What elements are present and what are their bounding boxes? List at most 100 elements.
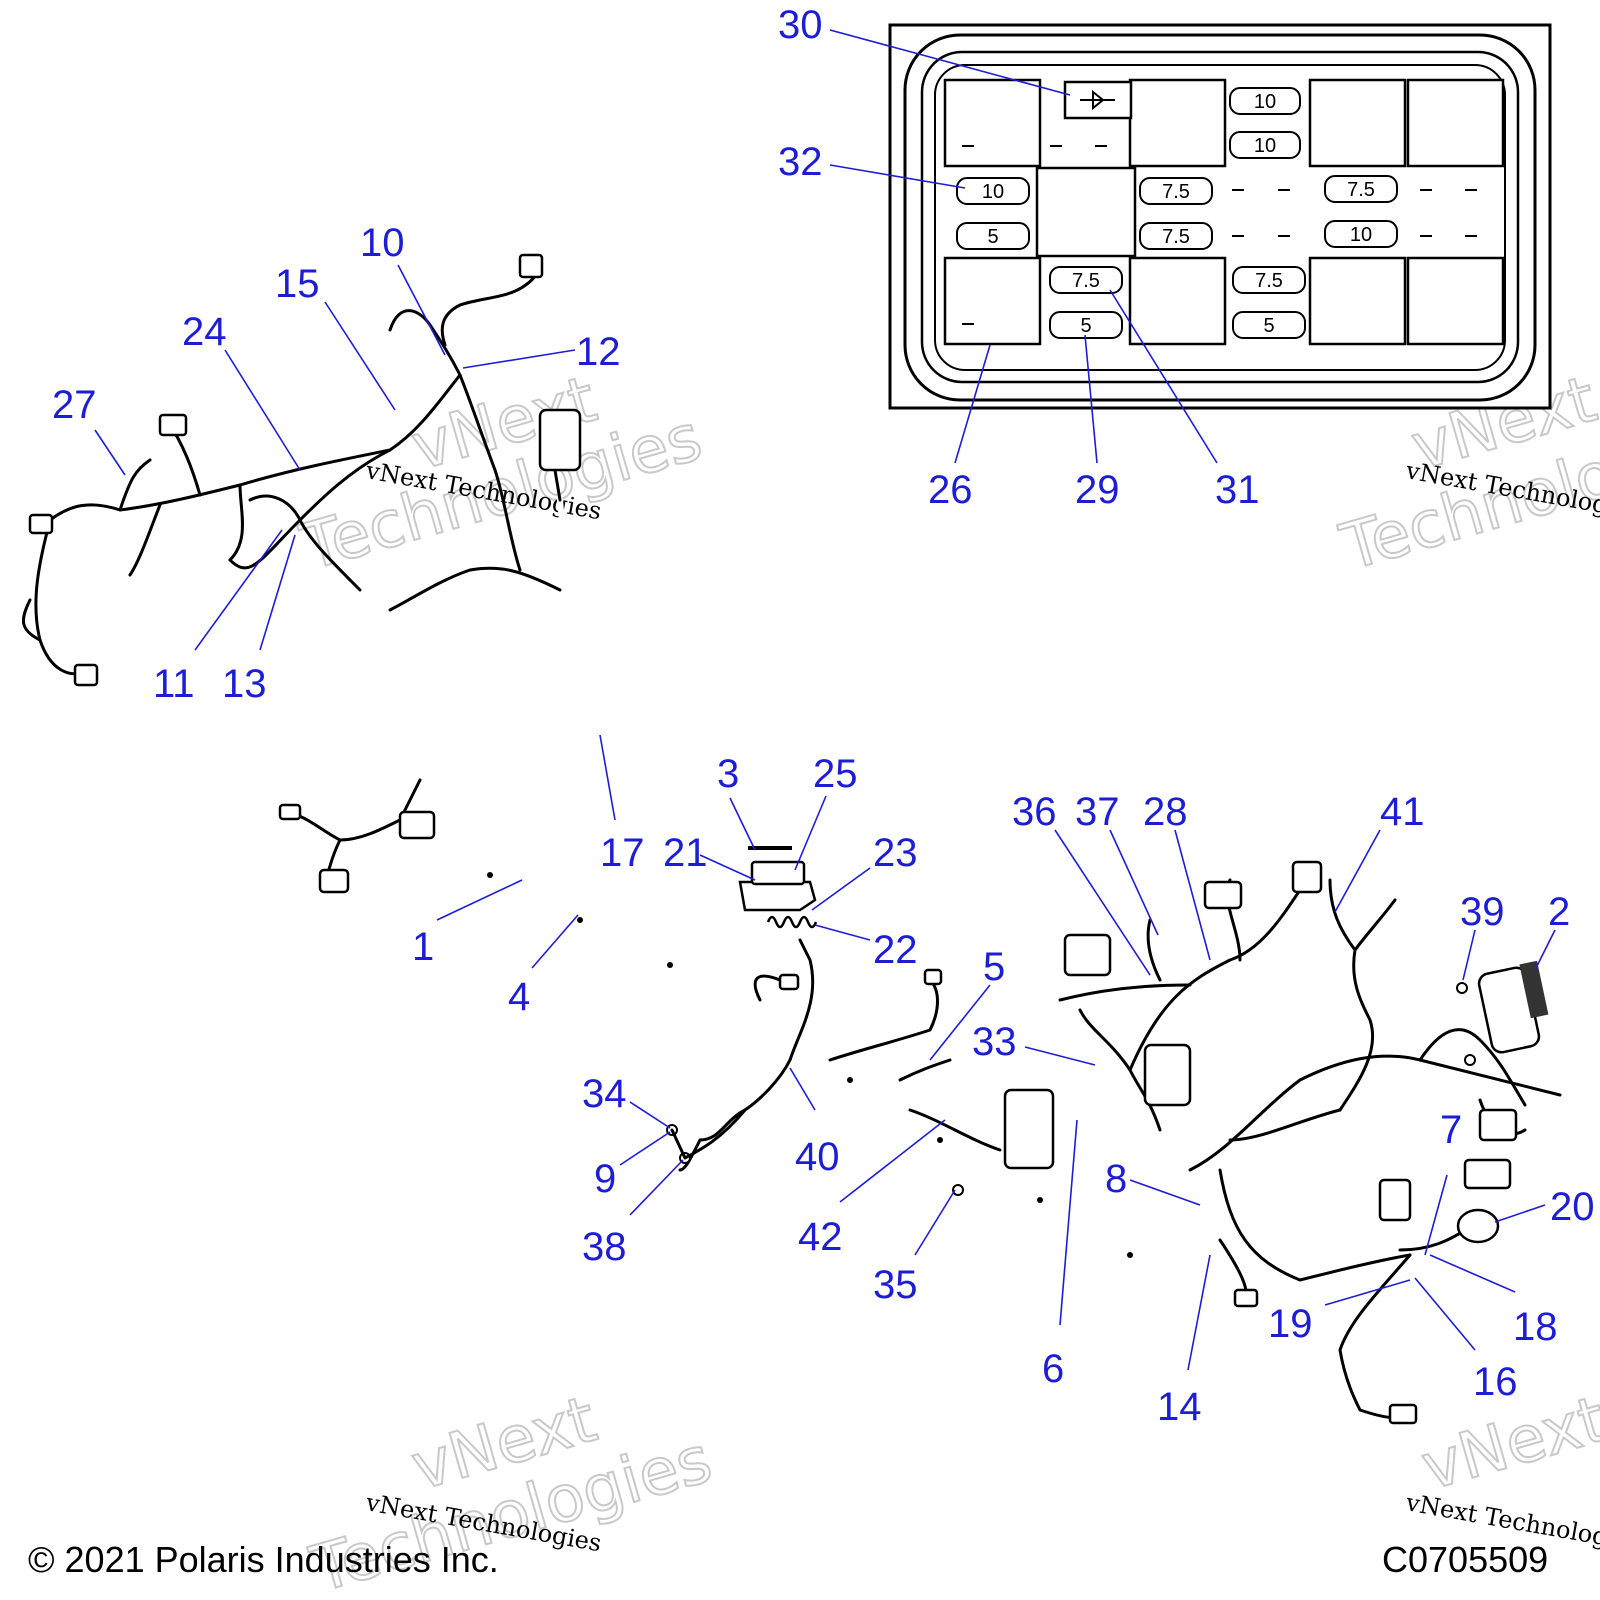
fuse-slot [1229,131,1301,159]
leader-lines [94,29,1556,1371]
callout-label: 33 [972,1020,1017,1064]
callout-label: 38 [582,1225,627,1269]
connector-icon [278,803,302,821]
clip-icon [952,1184,964,1196]
connector-icon [1463,1158,1512,1190]
connector-icon [1388,1403,1418,1425]
callout-label: 24 [182,310,227,354]
callout-label: 31 [1215,468,1260,512]
callout-label: 28 [1143,790,1188,834]
fuse-rating-label: 7.5 [1162,181,1190,203]
callout-label: 22 [873,928,918,972]
connector-icon [538,408,582,472]
connector-icon [1478,1108,1518,1142]
connector-icon [1063,933,1112,977]
fuse-slot [1229,87,1301,115]
connector-icon [318,868,350,894]
callout-label: 29 [1075,468,1120,512]
callout-label: 15 [275,262,320,306]
callout-label: 12 [576,330,621,374]
callout-label: 30 [778,3,823,47]
callout-label: 2 [1548,890,1570,934]
fuse-slot [956,222,1030,250]
connector-icon [158,413,188,437]
harness-drawing [21,253,1562,1425]
fuse-rating-label: 7.5 [1255,270,1283,292]
callout-label: 6 [1042,1347,1064,1391]
fuse-slot [1139,222,1213,250]
fuse-rating-label: 10 [1350,224,1372,246]
callout-label: 18 [1513,1305,1558,1349]
connector-icon [1203,880,1243,910]
callout-label: 26 [928,468,973,512]
connector-icon [923,968,943,986]
connector-icon [1291,860,1323,894]
screw-icon [1456,982,1468,994]
callout-label: 19 [1268,1302,1313,1346]
fuse-rating-label: 7.5 [1072,270,1100,292]
connector-icon [1378,1178,1412,1222]
fuse-rating-label: 5 [987,226,998,248]
callout-label: 35 [873,1263,918,1307]
connector-icon [778,973,800,991]
fuse-rating-label: 5 [1263,315,1274,337]
label-plate-icon [1519,960,1549,1019]
fuse-rating-label: 10 [982,181,1004,203]
fuse-rating-label: 7.5 [1347,179,1375,201]
fuse-slot [1232,266,1306,294]
callout-label: 36 [1012,790,1057,834]
relay-bracket-icon [738,880,817,912]
callout-label: 3 [717,752,739,796]
callout-label: 16 [1473,1360,1518,1404]
callout-labels: 30 32 26 29 31 10 15 12 24 27 11 13 17 3… [52,3,1595,1429]
fuse-rating-label: 5 [1080,315,1091,337]
callout-label: 25 [813,752,858,796]
callout-label: 17 [600,831,645,875]
callout-label: 5 [983,945,1005,989]
fuse-slot [1324,220,1398,248]
callout-label: 42 [798,1215,843,1259]
fuse-slot [1324,175,1398,203]
callout-label: 20 [1550,1185,1595,1229]
callout-label: 9 [594,1157,616,1201]
diagram-code: C0705509 [1382,1539,1548,1580]
callout-label: 27 [52,383,97,427]
spring-icon [766,915,818,929]
callout-label: 13 [222,662,267,706]
callout-label: 8 [1105,1157,1127,1201]
callout-label: 10 [360,221,405,265]
connector-icon [73,663,99,687]
sensor-icon [1456,1208,1500,1244]
callout-label: 4 [508,975,530,1019]
screw-icon [1464,1054,1476,1066]
connector-icon [1143,1043,1192,1107]
fuse-slot [1232,311,1306,339]
fuse-box-inset: 10 10 10 5 7.5 7.5 7.5 10 7.5 5 7.5 5 [888,23,1552,410]
callout-label: 40 [795,1135,840,1179]
relay-module-icon [750,860,806,886]
callout-label: 7 [1440,1108,1462,1152]
fuse-slot [956,177,1030,205]
connector-icon [518,253,544,279]
callout-label: 41 [1380,790,1425,834]
copyright-text: © 2021 Polaris Industries Inc. [28,1539,499,1580]
callout-label: 37 [1075,790,1120,834]
connector-icon [1003,1088,1055,1170]
callout-label: 39 [1460,890,1505,934]
connector-icon [1233,1288,1259,1308]
connector-icon [28,513,54,535]
connector-icon [398,810,436,840]
callout-label: 14 [1157,1385,1202,1429]
fuse-rating-label: 10 [1254,135,1276,157]
fuse-slot [1049,266,1123,294]
callout-label: 34 [582,1072,627,1116]
callout-label: 23 [873,831,918,875]
callout-label: 11 [153,662,195,706]
fuse-rating-label: 7.5 [1162,226,1190,248]
fuse-rating-label: 10 [1254,91,1276,113]
callout-label: 21 [663,831,708,875]
fuse-slot [1139,177,1213,205]
callout-label: 32 [778,140,823,184]
callout-label: 1 [412,925,434,969]
